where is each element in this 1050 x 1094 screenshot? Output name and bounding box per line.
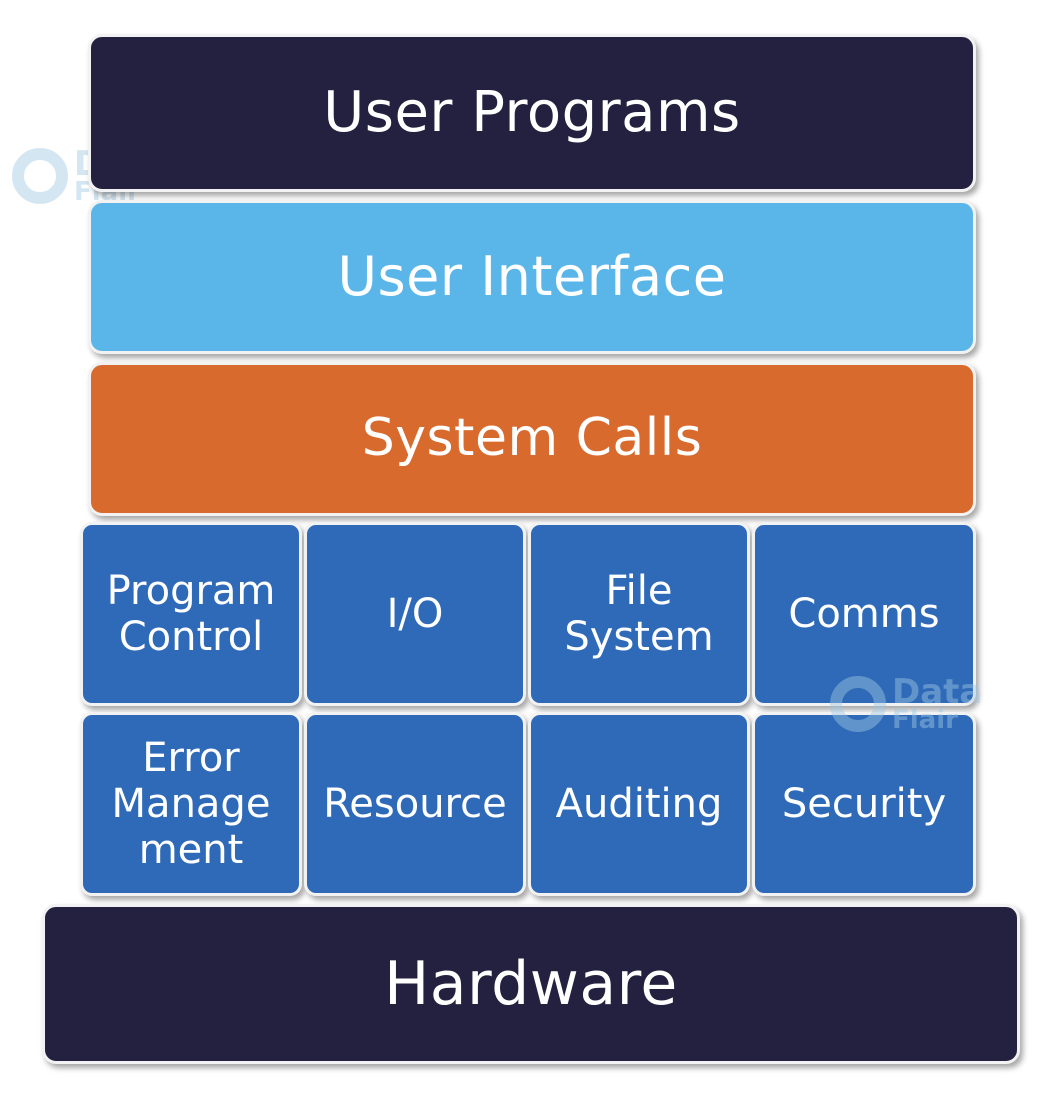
category-cell-comms: Comms (752, 522, 976, 706)
logo-icon (12, 148, 68, 205)
user-interface-layer: User Interface (88, 200, 976, 354)
category-label: Program Control (106, 568, 276, 660)
category-label: File System (564, 568, 714, 660)
user-programs-layer: User Programs (88, 34, 976, 192)
user-interface-label: User Interface (337, 245, 727, 309)
hardware-layer: Hardware (42, 904, 1020, 1064)
category-cell-error-management: Error Manage ment (80, 712, 302, 896)
category-label: Resource (323, 781, 507, 827)
category-cell-auditing: Auditing (528, 712, 750, 896)
category-label: Comms (788, 591, 940, 637)
category-cell-program-control: Program Control (80, 522, 302, 706)
category-label: Auditing (555, 781, 723, 827)
category-cell-io: I/O (304, 522, 526, 706)
user-programs-label: User Programs (323, 80, 741, 146)
hardware-label: Hardware (384, 949, 678, 1019)
system-calls-label: System Calls (361, 408, 703, 469)
category-cell-file-system: File System (528, 522, 750, 706)
category-label: Security (781, 781, 947, 827)
category-label: Error Manage ment (111, 735, 271, 873)
system-calls-layer: System Calls (88, 362, 976, 516)
category-cell-security: Security (752, 712, 976, 896)
category-label: I/O (386, 591, 444, 637)
category-cell-resource: Resource (304, 712, 526, 896)
